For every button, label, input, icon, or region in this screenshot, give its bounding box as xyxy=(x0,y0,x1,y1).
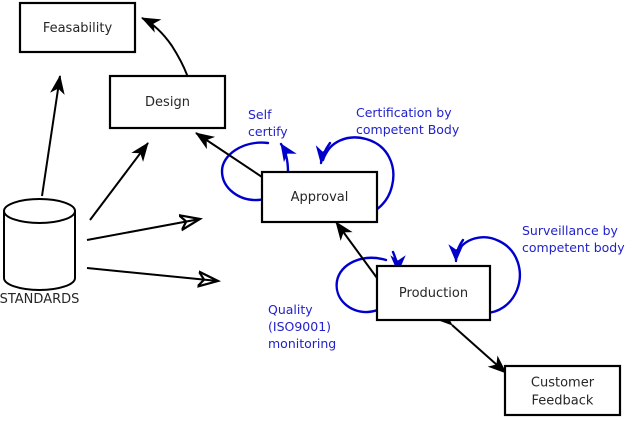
loop-surveillance-body xyxy=(448,236,522,315)
loop-certification-body xyxy=(315,136,395,218)
design-box[interactable] xyxy=(108,74,227,130)
production-box[interactable] xyxy=(375,264,492,322)
node-standards[interactable]: STANDARDS xyxy=(0,198,79,307)
feasability-box[interactable] xyxy=(18,1,137,54)
certification-loop-path xyxy=(321,136,395,218)
annotation-self-certify: Self certify xyxy=(248,107,288,139)
arrow-standards-to-production xyxy=(86,267,218,281)
arrow-standards-to-approval xyxy=(86,219,200,241)
annotation-surveillance-by-competent-body: Surveillance by competent body xyxy=(522,223,625,255)
quality-line-3: monitoring xyxy=(268,336,336,351)
approval-box[interactable] xyxy=(260,170,379,224)
node-feasability[interactable]: Feasability xyxy=(18,1,137,54)
arrow-approval-to-design xyxy=(195,132,269,182)
certification-line-1: Certification by xyxy=(356,105,452,120)
arrow-standards-to-feasability xyxy=(41,75,65,197)
certification-line-2: competent Body xyxy=(356,122,460,137)
self-certify-line-1: Self xyxy=(248,107,272,122)
node-customer-feedback[interactable]: Customer Feedback xyxy=(503,364,622,417)
quality-line-1: Quality xyxy=(268,302,313,317)
node-design[interactable]: Design xyxy=(108,74,227,130)
arrow-standards-to-design xyxy=(89,142,149,221)
approval-label: Approval xyxy=(291,190,349,205)
arrow-production-to-approval xyxy=(335,221,378,279)
standards-label: STANDARDS xyxy=(0,292,79,307)
surveillance-line-2: competent body xyxy=(522,240,625,255)
arrow-production-customer-feedback xyxy=(433,307,507,374)
feasability-label: Feasability xyxy=(43,21,113,36)
customer-feedback-label-line1: Customer xyxy=(531,376,595,391)
design-label: Design xyxy=(145,95,190,110)
annotation-quality-monitoring: Quality (ISO9001) monitoring xyxy=(268,302,336,351)
standards-cylinder-top[interactable] xyxy=(3,198,76,224)
standards-cylinder-body[interactable] xyxy=(3,210,76,291)
customer-feedback-box[interactable] xyxy=(503,364,622,417)
self-certify-line-2: certify xyxy=(248,124,288,139)
certification-loop-head xyxy=(315,141,332,165)
surveillance-loop-head xyxy=(448,238,465,263)
node-approval[interactable]: Approval xyxy=(260,170,379,224)
customer-feedback-label-line2: Feedback xyxy=(532,394,594,409)
annotation-certification-by-competent-body: Certification by competent Body xyxy=(356,105,460,137)
surveillance-loop-path xyxy=(454,236,522,315)
surveillance-line-1: Surveillance by xyxy=(522,223,619,238)
quality-line-2: (ISO9001) xyxy=(268,319,331,334)
production-label: Production xyxy=(399,286,468,301)
node-production[interactable]: Production xyxy=(375,264,492,322)
